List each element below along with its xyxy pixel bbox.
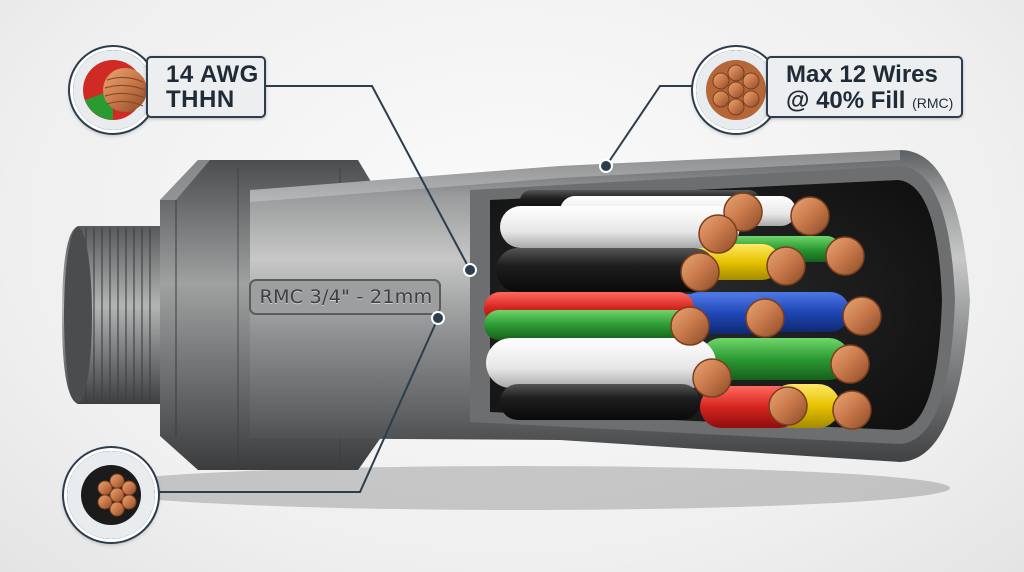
fill-rating-line1: Max 12 Wires (786, 61, 938, 88)
wire-bundle (484, 190, 882, 430)
copper-conductor-ends (670, 192, 882, 430)
engraving-plate (249, 279, 441, 315)
conductor-size-line2: THHN (166, 86, 235, 113)
stranded-bundle-icon (693, 47, 779, 133)
fill-rating-suffix: (RMC) (912, 95, 954, 111)
wire-black-2 (500, 384, 700, 420)
fill-rating-label: Max 12 Wires @ 40% Fill (RMC) (766, 56, 963, 118)
threaded-end (62, 226, 162, 404)
conductor-size-label: 14 AWG THHN (146, 56, 266, 118)
wire-black-1 (496, 248, 716, 292)
wire-green-2 (700, 338, 850, 380)
wire-white-1 (500, 206, 740, 248)
wire-green-1 (484, 310, 704, 340)
callout-dot-fill (599, 159, 613, 173)
conduit-engraving-text: RMC 3/4" - 21mm (259, 286, 433, 308)
callout-line-core (152, 317, 439, 493)
wire-white-2 (486, 338, 716, 388)
floor-shadow (90, 466, 950, 510)
callout-dot-core (431, 311, 445, 325)
wire-cross-section-icon (70, 47, 156, 133)
conductor-size-line1: 14 AWG (166, 61, 259, 88)
callout-line-awg (266, 85, 471, 271)
callout-dot-awg (463, 263, 477, 277)
stranded-core-icon (64, 448, 158, 542)
fill-rating-line2: @ 40% Fill (786, 87, 906, 114)
